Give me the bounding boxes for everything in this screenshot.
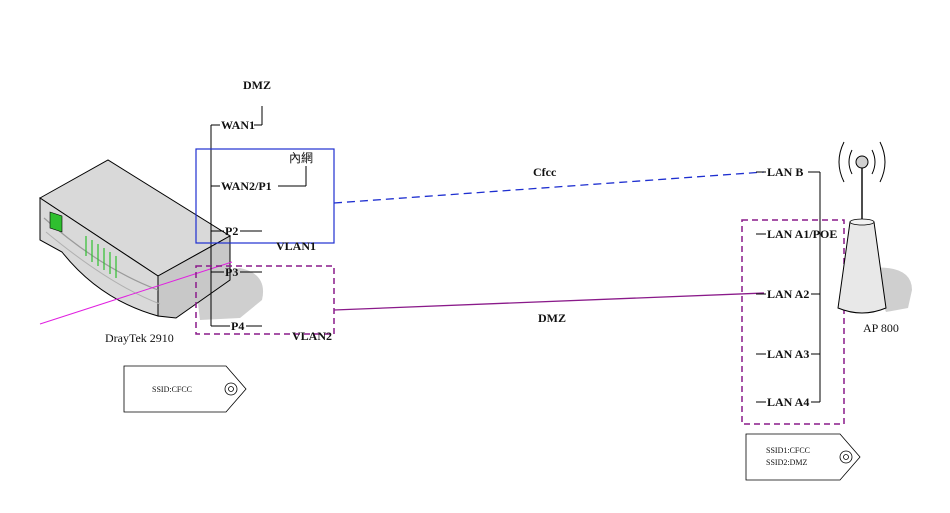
dmz-link-label: DMZ — [538, 311, 566, 325]
ap-body — [837, 221, 887, 314]
port-p4-label: P4 — [231, 319, 244, 333]
router-illustration — [39, 159, 264, 325]
ap-signal-wave-icon — [848, 149, 853, 175]
router-ssid-tag: SSID:CFCC — [123, 365, 247, 413]
dmz-link-line — [333, 292, 765, 311]
ap-ssid-tag: SSID1:CFCC SSID2:DMZ — [745, 433, 861, 481]
router-tag-text: SSID:CFCC — [152, 385, 192, 394]
port-lan-b-label: LAN B — [767, 165, 803, 179]
ap-port-wiring — [756, 171, 821, 403]
access-point-illustration — [837, 141, 912, 314]
router-port-wiring — [210, 106, 307, 327]
port-p3-label: P3 — [225, 265, 238, 279]
vlan2-label: VLAN2 — [292, 329, 332, 343]
port-wan1-label: WAN1 — [221, 118, 255, 132]
router-ridge-lower — [45, 231, 161, 305]
port-wan2-label: WAN2/P1 — [221, 179, 272, 193]
ap-tag-line2: SSID2:DMZ — [766, 458, 807, 467]
ap-tag-hole-icon — [839, 450, 853, 464]
ap-tag-line1: SSID1:CFCC — [766, 446, 810, 455]
internal-network-label: 內網 — [289, 151, 313, 165]
cfcc-link-label: Cfcc — [533, 165, 557, 179]
port-lan-a2-label: LAN A2 — [767, 287, 809, 301]
port-lan-a4-label: LAN A4 — [767, 395, 809, 409]
vlan2-box — [195, 265, 335, 335]
vlan1-box — [195, 148, 335, 244]
router-model-label: DrayTek 2910 — [105, 331, 174, 345]
port-p2-label: P2 — [225, 224, 238, 238]
router-led-icon — [49, 211, 63, 233]
router-dmz-label: DMZ — [243, 78, 271, 92]
cfcc-link-line — [333, 171, 765, 204]
router-tag-hole-icon — [224, 382, 238, 396]
vlan1-label: VLAN1 — [276, 239, 316, 253]
router-vents — [85, 236, 117, 278]
magenta-cable — [39, 261, 233, 325]
ap-tag-shape — [745, 433, 861, 481]
ap-model-label: AP 800 — [863, 321, 899, 335]
router-tag-shape — [123, 365, 247, 413]
port-lan-a1-label: LAN A1/POE — [767, 227, 837, 241]
ap-vlan2-box — [741, 219, 845, 425]
port-lan-a3-label: LAN A3 — [767, 347, 809, 361]
ap-antenna-tip-icon — [855, 155, 869, 169]
